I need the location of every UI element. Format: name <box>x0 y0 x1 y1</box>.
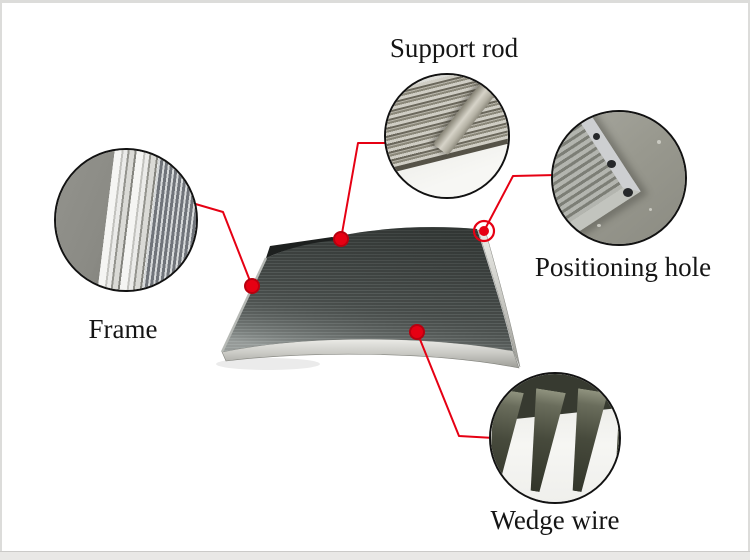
panel-mesh-shading <box>222 227 513 352</box>
support-rod-label: Support rod <box>389 33 519 63</box>
frame-label: Frame <box>88 314 158 344</box>
frame-marker-dot <box>244 278 260 294</box>
positioning-hole-detail-circle <box>551 110 687 246</box>
callout-markers <box>244 219 496 340</box>
frame-detail-circle <box>54 148 198 292</box>
positioning-hole-2 <box>623 188 633 197</box>
concrete-speck <box>649 208 652 211</box>
page-border-top <box>0 0 750 3</box>
panel-shadow <box>216 358 320 370</box>
page-border-right <box>748 0 750 560</box>
positioning-hole-marker-dot <box>479 226 489 236</box>
concrete-speck <box>597 224 601 227</box>
wedge-wire-label: Wedge wire <box>490 505 620 535</box>
support-rod-detail-circle <box>384 73 510 199</box>
panel-bottom-frame <box>221 338 520 369</box>
page-bottom-divider <box>0 551 750 560</box>
screen-panel-image <box>216 227 521 370</box>
wedge-wire-detail-circle <box>489 372 621 504</box>
support-rod-marker-dot <box>333 231 349 247</box>
positioning-hole-callout-line <box>483 174 557 232</box>
wedge-wire-callout-line <box>416 331 495 439</box>
support-rod-callout-line <box>340 142 388 240</box>
wedge-wire-marker-dot <box>409 324 425 340</box>
positioning-hole-3 <box>593 133 600 140</box>
positioning-hole-label: Positioning hole <box>534 252 712 282</box>
positioning-hole-1 <box>607 160 616 168</box>
panel-right-frame <box>477 229 521 368</box>
panel-left-edge <box>220 257 268 353</box>
panel-top-left-edge <box>266 237 338 258</box>
positioning-hole-marker-ring <box>472 219 496 243</box>
concrete-speck <box>657 140 661 144</box>
page-border-left <box>0 0 2 560</box>
